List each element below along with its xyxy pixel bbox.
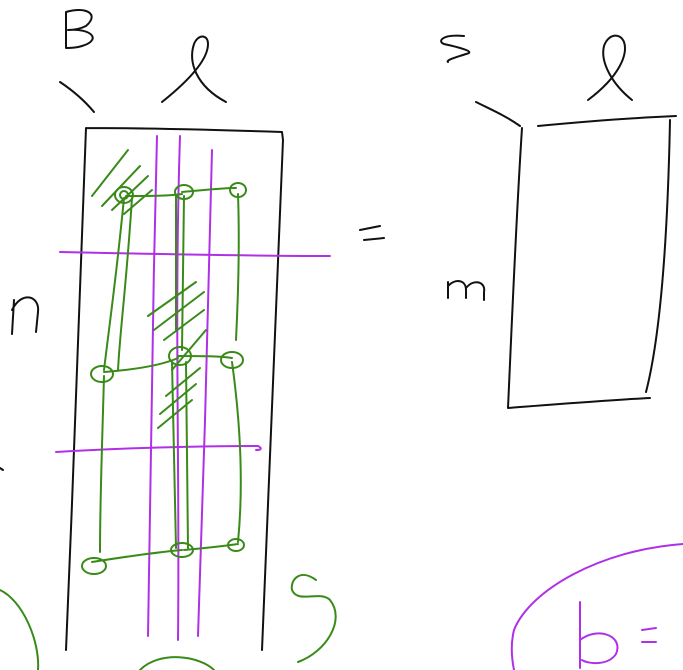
- green-nodes: [81, 182, 247, 575]
- matrix-c-letter-m: [447, 280, 486, 301]
- node-r1-c1-inner: [119, 190, 129, 200]
- node-r1-c2: [174, 184, 194, 200]
- label-matrix-b-cols: l: [196, 72, 199, 83]
- node-r2-c3: [220, 351, 244, 369]
- node-r3-c3: [227, 538, 245, 552]
- node-r3-c2: [170, 542, 194, 558]
- green-mid-row: [103, 355, 233, 373]
- matrix-b-corner-tick: [59, 81, 95, 113]
- label-matrix-b: B: [66, 32, 73, 43]
- label-bubble: b =: [586, 642, 604, 653]
- green-arc-bottom-mid: [139, 656, 215, 670]
- green-arc-bottom-left: [0, 589, 40, 670]
- column-line-1: [147, 135, 158, 637]
- annotation-bubble: [510, 543, 683, 670]
- matrix-b-outline: [65, 127, 284, 651]
- matrix-c-outline: [507, 115, 677, 409]
- green-col-2: [175, 195, 185, 351]
- green-link-top: [125, 187, 237, 197]
- matrix-c-letter-c: [440, 34, 471, 63]
- green-curl-arrow: [290, 574, 337, 663]
- node-r1-c1: [114, 186, 134, 204]
- row-separator-2: [55, 445, 262, 453]
- label-matrix-c-rows: m: [454, 286, 464, 297]
- equals-sign: [359, 225, 385, 241]
- bubble-outline: [510, 543, 683, 670]
- node-r3-c1: [81, 557, 107, 575]
- green-col-3: [235, 193, 240, 341]
- row-separator-1: [59, 251, 331, 257]
- column-line-3: [197, 149, 213, 637]
- bubble-equals: [641, 627, 657, 643]
- bubble-letter-b: [579, 601, 619, 669]
- label-matrix-c-cols: l: [610, 72, 613, 83]
- node-r1-c3: [229, 182, 247, 198]
- label-matrix-b-rows: n: [16, 312, 22, 323]
- matrix-b-letter-n: [11, 296, 40, 335]
- node-r2-c2: [168, 346, 192, 366]
- matrix-c-corner-tick: [475, 101, 521, 127]
- label-equals: =: [364, 230, 372, 241]
- matrix-c-drawing: [440, 34, 677, 409]
- matrix-b-edge-mark: [0, 467, 4, 471]
- matrix-b-letter-b: [65, 8, 94, 49]
- matrix-b-letter-l: [161, 35, 227, 103]
- matrix-c-letter-l: [587, 34, 633, 101]
- green-col-3-lower: [231, 361, 242, 543]
- green-col-1: [99, 197, 125, 553]
- hatch-top: [91, 149, 153, 215]
- node-r2-c1: [90, 365, 114, 383]
- green-bottom-row: [91, 543, 239, 563]
- green-col-2-lower: [171, 361, 189, 549]
- matrix-b-drawing: [0, 8, 337, 670]
- column-line-2: [176, 135, 181, 641]
- green-col-1b: [117, 197, 133, 371]
- label-matrix-c: C: [446, 44, 453, 55]
